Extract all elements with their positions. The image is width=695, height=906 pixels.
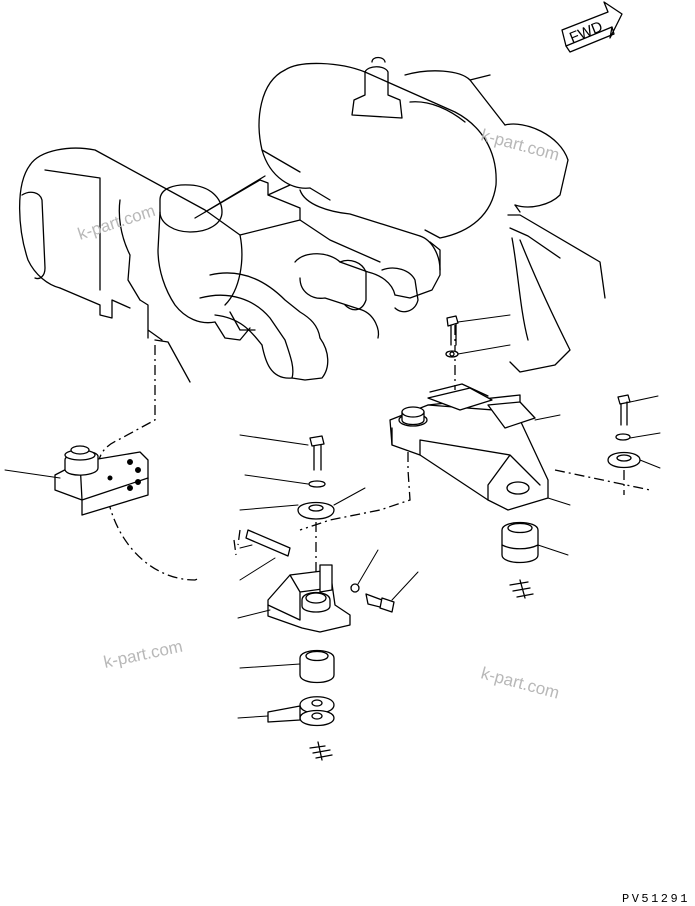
left-engine-mount	[5, 345, 200, 580]
center-cushion	[238, 651, 334, 761]
watermark-text-4: k-part.com	[479, 664, 561, 703]
right-cushion	[502, 523, 568, 599]
center-bracket	[234, 530, 418, 632]
watermark-text-1: k-part.com	[75, 201, 157, 244]
forward-arrow-icon: FWD	[562, 2, 622, 52]
right-bolt-set	[608, 395, 660, 495]
right-mount-bracket	[300, 315, 650, 530]
watermark-text-3: k-part.com	[102, 637, 184, 672]
center-bolt-set	[240, 435, 365, 590]
drawing-code: PV51291	[622, 892, 690, 906]
engine-silhouette	[20, 58, 605, 383]
watermark-text-2: k-part.com	[479, 126, 561, 165]
forward-arrow-label: FWD	[567, 18, 605, 47]
